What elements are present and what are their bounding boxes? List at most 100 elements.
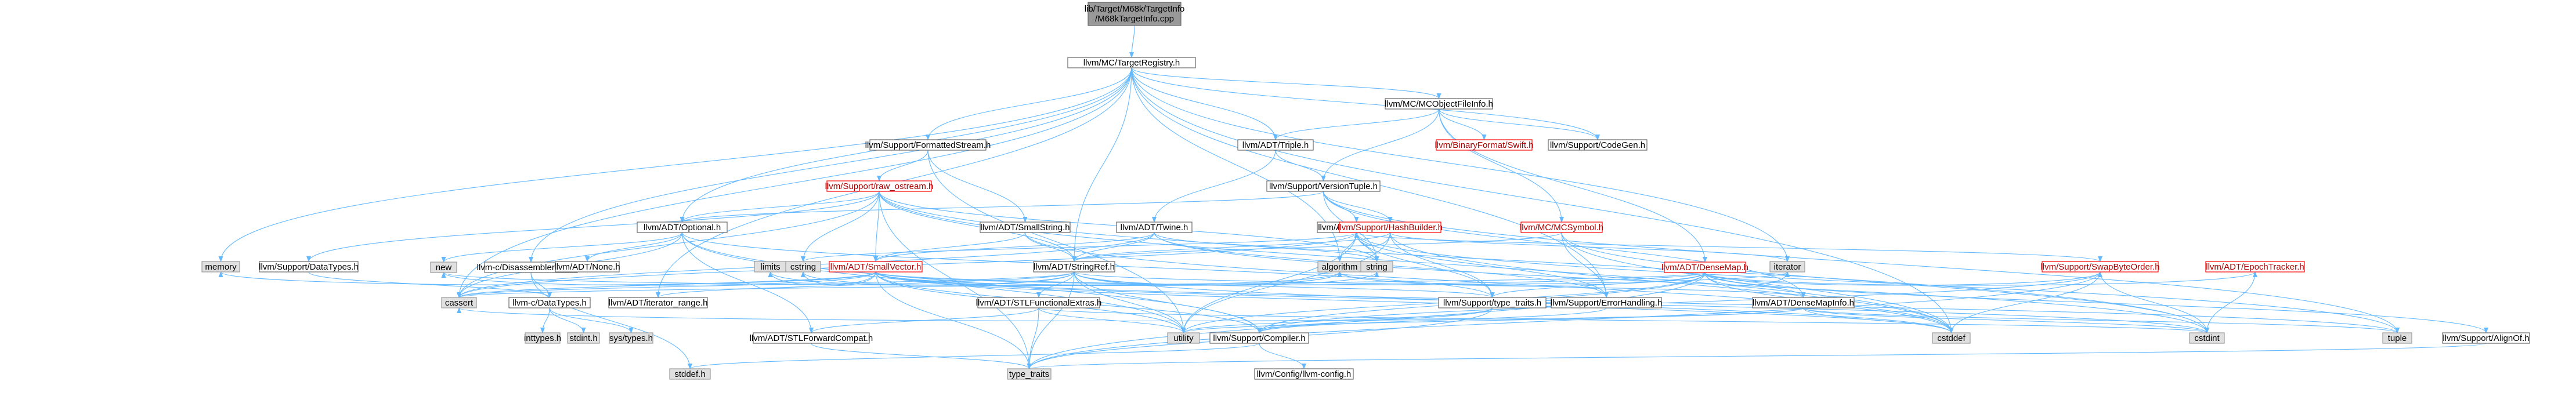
edge-hashbuilder-to-cstddef bbox=[1389, 232, 1954, 333]
node-tuple-label: tuple bbox=[2388, 333, 2407, 343]
edge-smallvector-to-memory bbox=[218, 271, 876, 286]
node-iterrange[interactable]: llvm/ADT/iterator_range.h bbox=[608, 297, 708, 308]
node-swapbyte[interactable]: llvm/Support/SwapByteOrder.h bbox=[2040, 261, 2160, 273]
node-cdt[interactable]: llvm-c/DataTypes.h bbox=[508, 297, 591, 308]
edge-swapbyte-to-compiler bbox=[1257, 271, 2101, 333]
edge-cdt-to-systypes bbox=[549, 307, 634, 333]
node-stlfwd[interactable]: llvm/ADT/STLForwardCompat.h bbox=[750, 332, 873, 344]
node-llvmconfig[interactable]: llvm/Config/llvm-config.h bbox=[1254, 368, 1354, 380]
node-none[interactable]: llvm/ADT/None.h bbox=[554, 261, 620, 273]
node-versiontuple-box bbox=[1266, 180, 1381, 192]
node-mcobj[interactable]: llvm/MC/MCObjectFileInfo.h bbox=[1385, 98, 1493, 110]
node-iterator: iterator bbox=[1769, 261, 1805, 273]
node-cstdint-label: cstdint bbox=[2194, 333, 2220, 343]
edge-mcsymbol-to-stringref bbox=[1072, 232, 1562, 262]
edge-errhandling-to-compiler bbox=[1257, 307, 1607, 333]
node-triple[interactable]: llvm/ADT/Triple.h bbox=[1237, 139, 1314, 151]
edge-tr-to-cstddef bbox=[1131, 67, 1954, 333]
node-stringref[interactable]: llvm/ADT/StringRef.h bbox=[1033, 261, 1115, 273]
node-string: string bbox=[1360, 261, 1393, 273]
edge-stringref-to-compiler bbox=[1074, 271, 1262, 333]
edge-typetraitsh-to-utility bbox=[1181, 307, 1493, 333]
node-cassert: cassert bbox=[441, 297, 477, 308]
node-hashbuilder[interactable]: llvm/Support/HashBuilder.h bbox=[1338, 221, 1443, 233]
node-tr[interactable]: llvm/MC/TargetRegistry.h bbox=[1067, 57, 1196, 68]
node-swapbyte-label: llvm/Support/SwapByteOrder.h bbox=[2040, 262, 2159, 272]
edge-smallvector-to-cassert bbox=[457, 271, 876, 298]
edge-tr-to-triple bbox=[1131, 67, 1278, 140]
edge-rawostream-to-cstddef bbox=[879, 191, 1954, 333]
node-errhandling[interactable]: llvm/Support/ErrorHandling.h bbox=[1551, 297, 1663, 308]
edge-densemap-to-new bbox=[442, 272, 1706, 286]
node-utility-label: utility bbox=[1173, 333, 1194, 343]
node-smallvector[interactable]: llvm/ADT/SmallVector.h bbox=[829, 261, 923, 273]
edge-hashbuilder-to-iterator bbox=[1389, 232, 1790, 262]
node-new-box bbox=[430, 262, 457, 273]
node-codegen[interactable]: llvm/Support/CodeGen.h bbox=[1548, 139, 1648, 151]
edge-hashing-to-typetraitsh bbox=[1356, 232, 1495, 298]
node-typetraits-box bbox=[1007, 368, 1052, 380]
node-formstream[interactable]: llvm/Support/FormattedStream.h bbox=[865, 139, 991, 151]
node-cstring-label: cstring bbox=[790, 262, 816, 272]
node-typetraitsh[interactable]: llvm/Support/type_traits.h bbox=[1438, 297, 1547, 308]
node-densemap[interactable]: llvm/ADT/DenseMap.h bbox=[1661, 262, 1748, 273]
node-swift[interactable]: llvm/BinaryFormat/Swift.h bbox=[1435, 139, 1534, 151]
edge-rawostream-to-cstdint bbox=[879, 191, 2209, 333]
edge-optional-to-none bbox=[585, 232, 683, 262]
edge-formstream-to-smallstring bbox=[927, 150, 1028, 223]
node-smallstring[interactable]: llvm/ADT/SmallString.h bbox=[980, 221, 1071, 233]
node-stdinth-box bbox=[567, 332, 600, 344]
node-cstring: cstring bbox=[785, 261, 821, 273]
node-errhandling-box bbox=[1551, 297, 1662, 308]
node-limits: limits bbox=[754, 261, 787, 273]
edge-alignof-to-typetraits bbox=[1027, 343, 2487, 369]
node-typetraitsh-box bbox=[1438, 297, 1547, 308]
edge-versiontuple-to-hashbuilder bbox=[1323, 191, 1393, 223]
node-supdt-box bbox=[259, 261, 359, 273]
node-densemapinfo-box bbox=[1752, 297, 1855, 308]
node-cstring-box bbox=[785, 261, 821, 273]
edge-tr-to-cassert bbox=[457, 67, 1132, 298]
node-optional[interactable]: llvm/ADT/Optional.h bbox=[637, 221, 728, 233]
node-twine-box bbox=[1116, 221, 1193, 233]
edge-densemap-to-typetraitsh bbox=[1490, 272, 1706, 298]
node-swapbyte-box bbox=[2042, 261, 2159, 273]
node-swift-label: llvm/BinaryFormat/Swift.h bbox=[1435, 140, 1533, 150]
node-twine[interactable]: llvm/ADT/Twine.h bbox=[1116, 221, 1193, 233]
edge-tr-to-iterator bbox=[1131, 67, 1790, 262]
node-alignof[interactable]: llvm/Support/AlignOf.h bbox=[2442, 332, 2530, 344]
node-versiontuple[interactable]: llvm/Support/VersionTuple.h bbox=[1266, 180, 1381, 192]
edge-root-to-tr bbox=[1129, 25, 1135, 58]
node-densemapinfo[interactable]: llvm/ADT/DenseMapInfo.h bbox=[1752, 297, 1855, 308]
edge-triple-to-twine bbox=[1152, 150, 1276, 223]
edge-smallvector-to-new bbox=[441, 271, 876, 286]
node-stringref-label: llvm/ADT/StringRef.h bbox=[1034, 262, 1115, 272]
edge-densemap-to-epoch bbox=[1704, 271, 2257, 286]
edge-twine-to-smallvector bbox=[873, 232, 1155, 262]
node-compiler[interactable]: llvm/Support/Compiler.h bbox=[1209, 332, 1309, 344]
edge-stringref-to-cassert bbox=[457, 271, 1075, 298]
node-stddef-label: stddef.h bbox=[674, 369, 705, 379]
node-mcsymbol[interactable]: llvm/MC/MCSymbol.h bbox=[1520, 221, 1603, 233]
edge-layer bbox=[218, 25, 2488, 369]
node-alignof-box bbox=[2442, 332, 2530, 344]
node-codegen-box bbox=[1548, 139, 1648, 151]
node-memory-box bbox=[201, 261, 240, 273]
node-rawostream-label: llvm/Support/raw_ostream.h bbox=[825, 181, 934, 191]
node-memory-label: memory bbox=[205, 262, 237, 272]
node-tr-box bbox=[1067, 57, 1196, 68]
edge-stlfunc-to-cstdint bbox=[1038, 307, 2209, 333]
edge-densemap-to-swapbyte bbox=[1704, 271, 2102, 286]
edge-tr-to-codegen bbox=[1131, 67, 1600, 140]
node-densemap-label: llvm/ADT/DenseMap.h bbox=[1661, 263, 1748, 273]
node-layer: lib/Target/M68k/TargetInfo/M68kTargetInf… bbox=[201, 2, 2530, 380]
node-epoch[interactable]: llvm/ADT/EpochTracker.h bbox=[2205, 261, 2305, 273]
node-stlfunc[interactable]: llvm/ADT/STLFunctionalExtras.h bbox=[976, 297, 1102, 308]
edge-typetraitsh-to-compiler bbox=[1257, 307, 1493, 333]
edge-densemap-to-cassert bbox=[457, 272, 1706, 298]
node-supdt[interactable]: llvm/Support/DataTypes.h bbox=[259, 261, 359, 273]
node-mcobj-box bbox=[1385, 98, 1493, 110]
edge-optional-to-new bbox=[441, 232, 683, 263]
node-rawostream[interactable]: llvm/Support/raw_ostream.h bbox=[825, 180, 934, 192]
edge-supdt-to-cdt bbox=[308, 271, 552, 298]
